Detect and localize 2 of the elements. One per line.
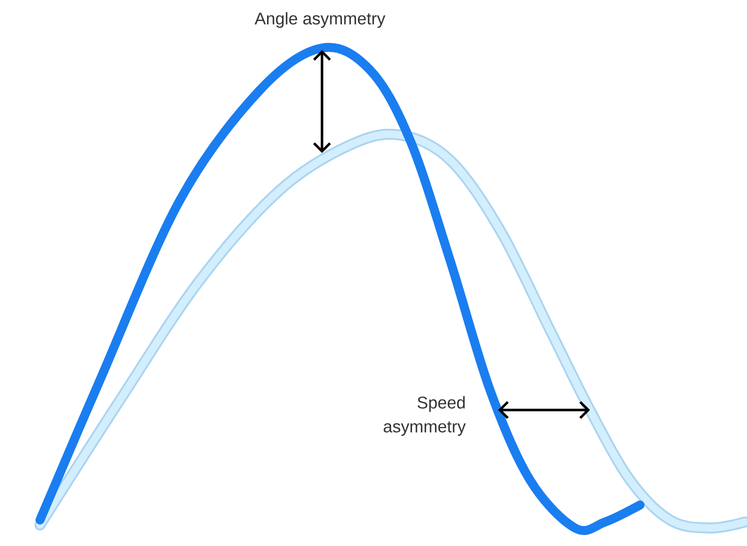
- annotation-label: Angle asymmetry: [254, 12, 386, 28]
- annotation-label: Speed asymmetry: [384, 396, 466, 436]
